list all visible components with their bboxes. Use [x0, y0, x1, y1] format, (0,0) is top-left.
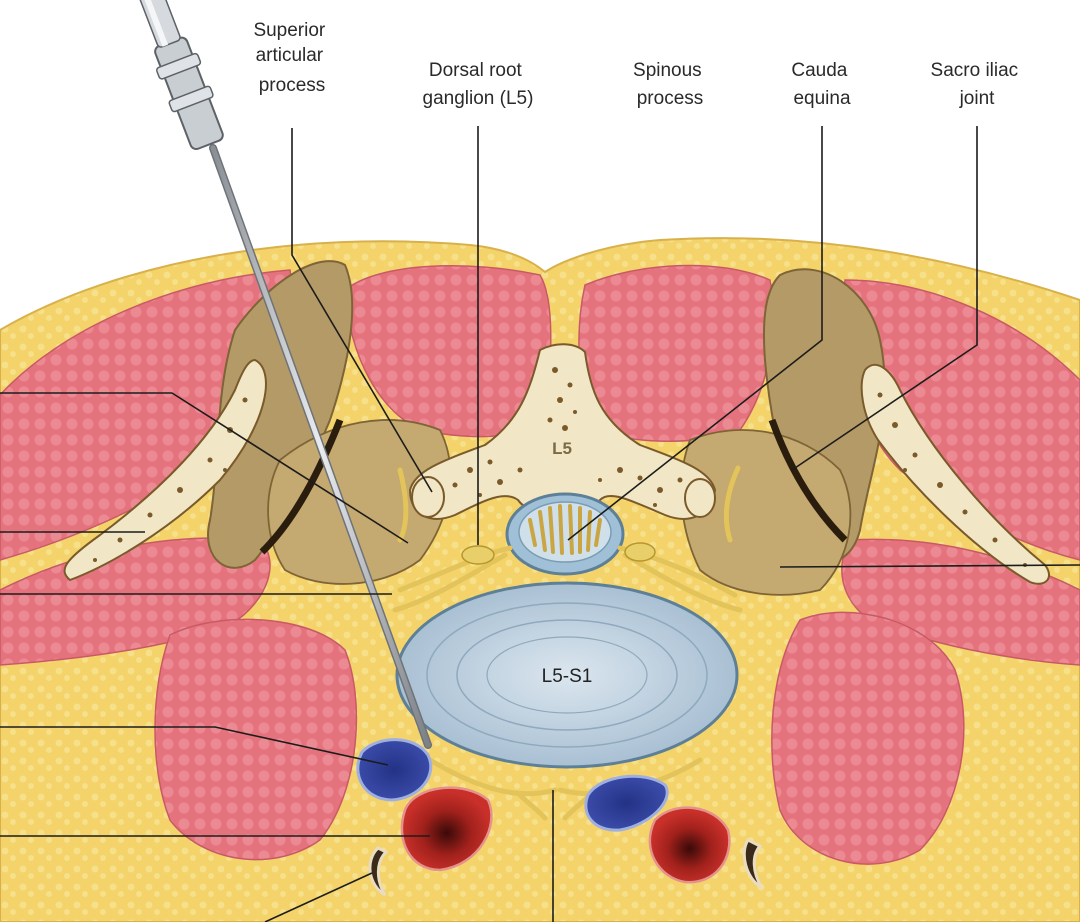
superior-articular-process-right	[684, 478, 716, 518]
iliac-wing-right	[860, 363, 1050, 585]
disc-annulus-ring-2	[456, 619, 678, 731]
sacral-ala-left	[267, 419, 452, 585]
needle-hub	[133, 0, 224, 151]
l5-s1-disc	[395, 581, 739, 769]
common-iliac-artery-right	[648, 806, 731, 884]
label-disc-l5-s1: L5-S1	[542, 666, 593, 687]
label-vertebra-l5: L5	[552, 439, 572, 458]
iliac-wing-left	[63, 358, 267, 582]
common-iliac-artery-left	[400, 786, 493, 872]
sacroiliac-joint-gap-right	[768, 418, 848, 543]
label-dorsal-root-ganglion: Dorsal root ganglion (L5)	[423, 60, 534, 109]
sacroiliac-joint-gap-left	[259, 418, 344, 555]
spinal-needle	[133, 0, 432, 749]
psoas-muscle-right	[771, 611, 965, 865]
cauda-equina-roots	[528, 504, 602, 555]
dorsal-root-ganglion-right	[624, 542, 656, 562]
psoas-muscle-left	[154, 618, 358, 861]
leader-lines	[0, 126, 1080, 922]
disc-annulus-ring-1	[426, 602, 708, 748]
ureter-right	[742, 838, 764, 890]
ureter-left	[368, 846, 389, 897]
label-cauda-equina: Cauda equina	[791, 60, 852, 109]
bone-trabecular-pattern	[93, 367, 1027, 567]
common-iliac-vein-right	[584, 774, 669, 832]
label-spinous-process: Spinous process	[633, 60, 707, 109]
disc-annulus-ring-3	[486, 636, 648, 714]
dorsal-root-ganglion-left	[461, 545, 495, 565]
superior-articular-process-left	[411, 476, 445, 518]
label-superior-articular-process: Superior articular process	[253, 20, 330, 96]
sacral-ala-right	[680, 429, 852, 596]
common-iliac-vein-left	[356, 738, 433, 802]
paraspinal-muscle-right	[578, 264, 775, 442]
label-sacroiliac-joint: Sacro iliac joint	[931, 60, 1024, 109]
